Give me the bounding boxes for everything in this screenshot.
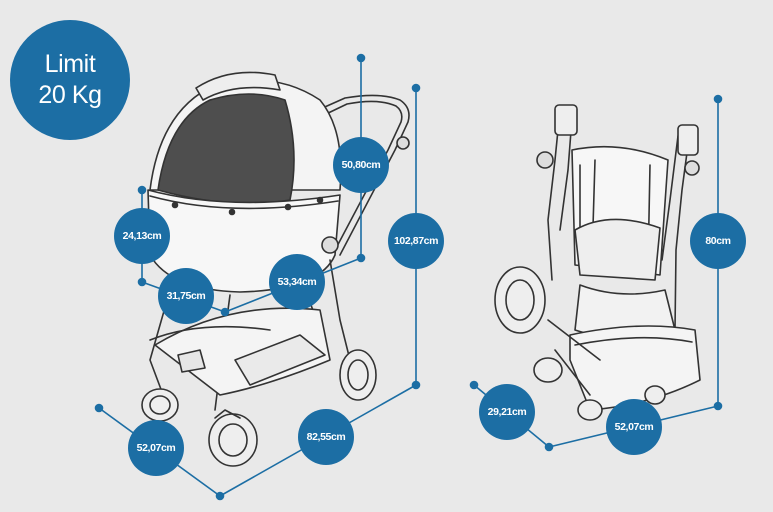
- dimension-badge-basket-width: 31,75cm: [158, 268, 214, 324]
- limit-label: Limit: [44, 49, 96, 78]
- dimension-badge-length: 82,55cm: [298, 409, 354, 465]
- weight-limit-badge: Limit 20 Kg: [10, 20, 130, 140]
- dimension-badge-folded-depth: 29,21cm: [479, 384, 535, 440]
- dimension-badge-folded-height: 80cm: [690, 213, 746, 269]
- limit-value: 20 Kg: [38, 81, 102, 109]
- dimension-badge-canopy-height: 50,80cm: [333, 137, 389, 193]
- dimension-badge-folded-width: 52,07cm: [606, 399, 662, 455]
- dimension-badge-basket-height: 24,13cm: [114, 208, 170, 264]
- dimension-badge-width: 52,07cm: [128, 420, 184, 476]
- dimension-badge-basket-length: 53,34cm: [269, 254, 325, 310]
- folded-stroller-drawing: [494, 104, 701, 421]
- dimension-badge-total-height: 102,87cm: [388, 213, 444, 269]
